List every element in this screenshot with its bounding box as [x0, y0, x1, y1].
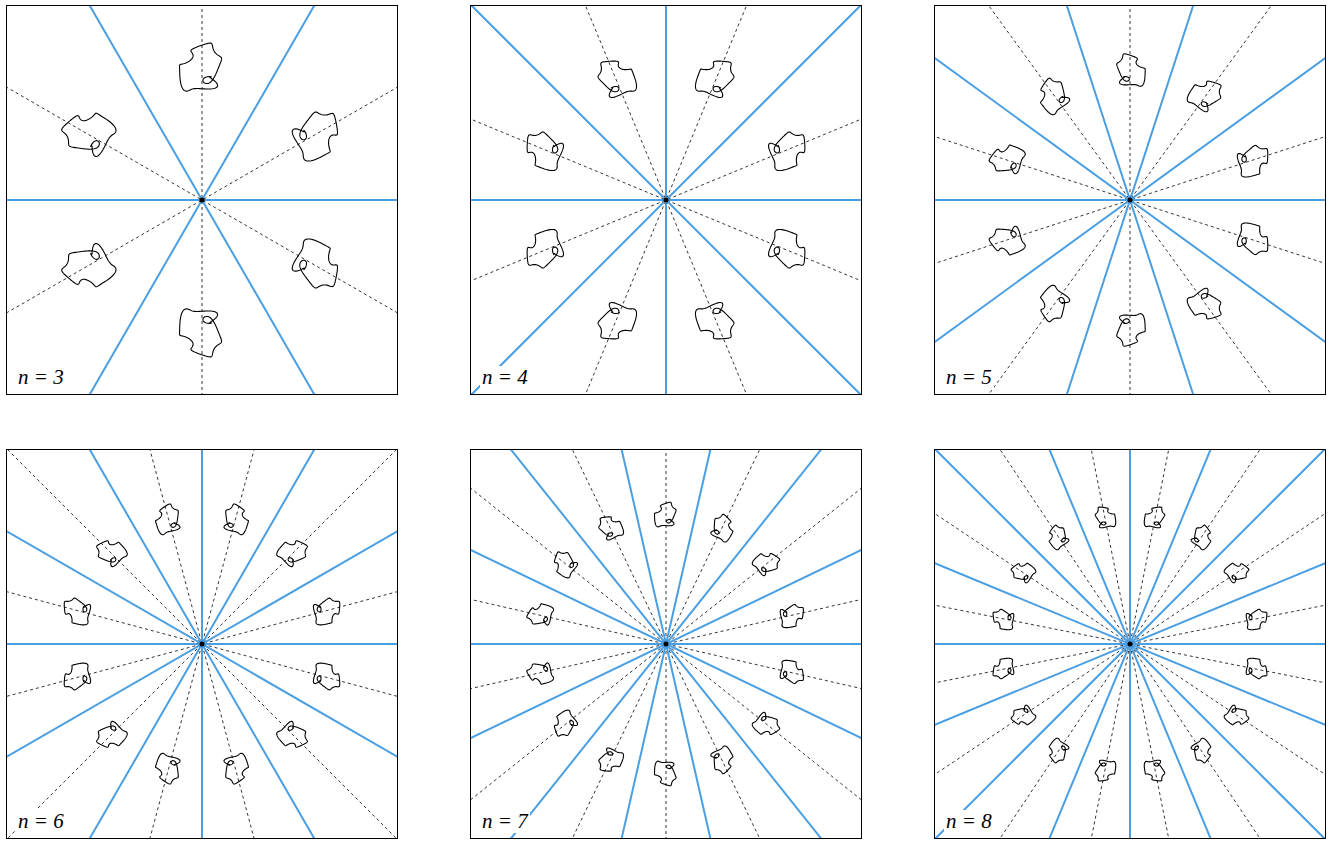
panel-label: n = 4 — [480, 366, 530, 389]
dihedral-figure — [470, 449, 862, 839]
symmetry-panel: n = 4 — [470, 5, 862, 395]
panel-label: n = 7 — [480, 810, 530, 833]
dihedral-figure — [470, 5, 862, 395]
panel-label: n = 5 — [944, 366, 994, 389]
dihedral-figure — [6, 449, 398, 839]
dihedral-figure — [934, 449, 1326, 839]
symmetry-panel: n = 5 — [934, 5, 1326, 395]
panel-label: n = 6 — [16, 810, 66, 833]
symmetry-panel: n = 6 — [6, 449, 398, 839]
dihedral-figure — [6, 5, 398, 395]
panel-label: n = 3 — [16, 366, 66, 389]
symmetry-panel: n = 8 — [934, 449, 1326, 839]
symmetry-panel: n = 3 — [6, 5, 398, 395]
panel-label: n = 8 — [944, 810, 994, 833]
symmetry-panel: n = 7 — [470, 449, 862, 839]
dihedral-figure — [934, 5, 1326, 395]
